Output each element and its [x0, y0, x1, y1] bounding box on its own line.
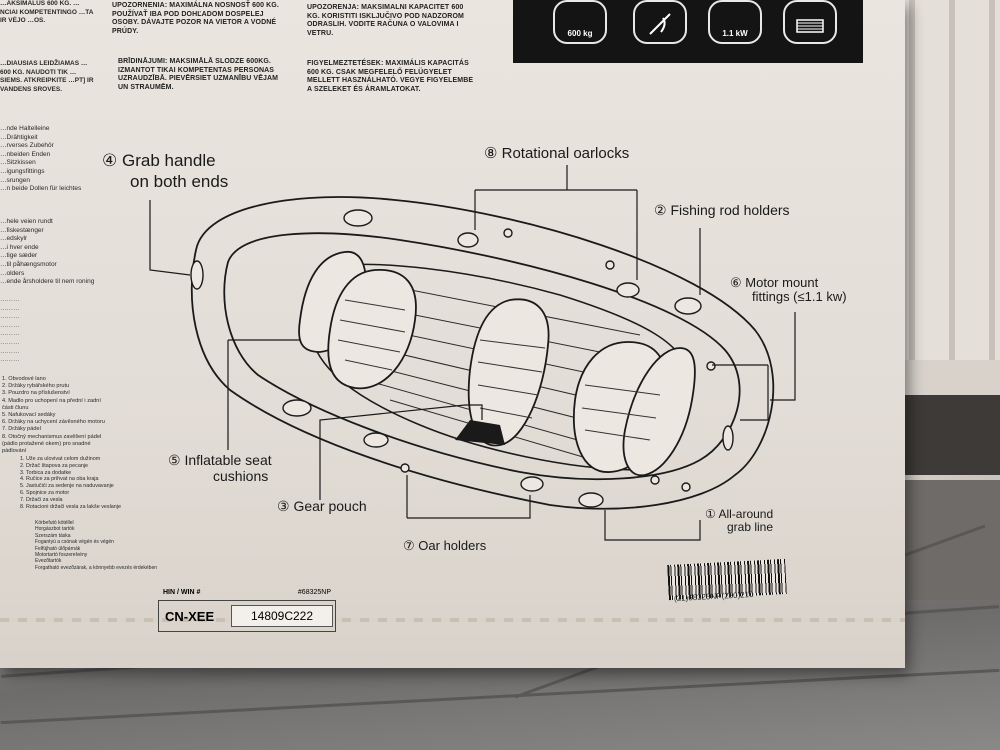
hin-label: HIN / WIN # — [163, 589, 201, 596]
hin-number: 14809C222 — [231, 605, 333, 627]
callout-grab-line: ① All-around grab line — [705, 507, 774, 534]
left-list-chinese: ……………………………………………………………… — [0, 296, 20, 364]
warning-slovak: UPOZORNENIA: MAXIMÁLNA NOSNOSŤ 600 KG. P… — [112, 2, 279, 35]
torn-edge — [0, 618, 905, 622]
spec-icon-bar: 600 kg 1.1 kW — [513, 0, 863, 63]
callout-rod-holders: ② Fishing rod holders — [654, 202, 790, 218]
boat-diagram — [149, 165, 796, 541]
fishing-icon — [633, 0, 687, 44]
oar-icon — [783, 0, 837, 44]
hin-label-box: HIN / WIN # #68325NP CN-XEE 14809C222 — [158, 589, 336, 632]
left-list-norwegian: …hele veien rundt…fiskestænger…edskylr…i… — [0, 218, 95, 286]
hin-prefix: CN-XEE — [165, 609, 215, 624]
product-box: …AKSIMALUS 600 KG. …NCIAI KOMPETENTINGO … — [0, 0, 905, 668]
callout-gear-pouch: ③ Gear pouch — [277, 498, 367, 514]
warning-latvian: BRĪDINĀJUMI: MAKSIMĀLĀ SLODZE 600KG. IZM… — [118, 58, 279, 91]
warning-serbian: UPOZORENJA: MAKSIMALNI KAPACITET 600 KG.… — [307, 4, 464, 37]
callout-motor-mount: ⑥ Motor mount fittings (≤1.1 kw) — [730, 275, 847, 304]
callout-grab-handle: ④ Grab handle on both ends — [102, 151, 229, 191]
weight-icon: 600 kg — [553, 0, 607, 44]
model-number: #68325NP — [297, 589, 331, 596]
callout-oarlocks: ⑧ Rotational oarlocks — [484, 145, 630, 162]
left-warning-mid: …DIAUSIAS LEIDŽIAMAS …600 KG. NAUDOTI TI… — [0, 60, 94, 93]
motor-icon: 1.1 kW — [708, 0, 762, 44]
callout-seat-cushions: ⑤ Inflatable seat cushions — [168, 452, 272, 484]
callout-oar-holders: ⑦ Oar holders — [403, 538, 487, 553]
left-warning-top: …AKSIMALUS 600 KG. …NCIAI KOMPETENTINGO … — [0, 0, 94, 25]
left-list-german: …nde Haltelleine…Drähtigkeit…rverses Zub… — [0, 125, 82, 193]
warning-hungarian: FIGYELMEZTETÉSEK: MAXIMÁLIS KAPACITÁS 60… — [307, 60, 474, 93]
